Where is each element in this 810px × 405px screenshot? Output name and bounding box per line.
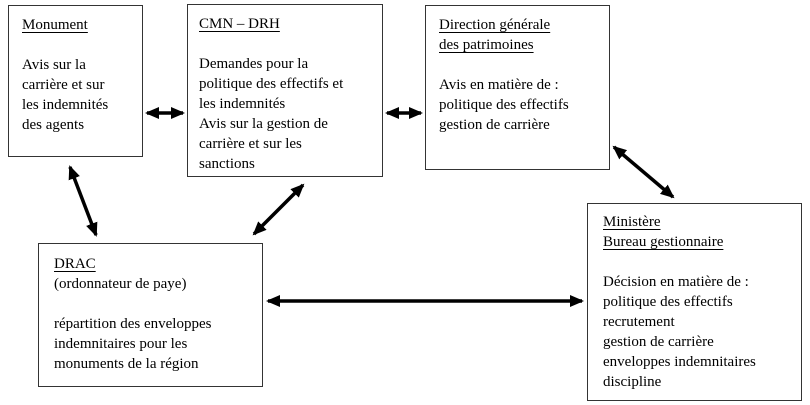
box-drac-body: répartition des enveloppes indemnitaires… bbox=[54, 316, 212, 372]
box-direction-generale-title: Direction générale des patrimoines bbox=[439, 17, 551, 53]
box-drac-subtitle: (ordonnateur de paye) bbox=[54, 276, 187, 292]
box-cmn-drh-title: CMN – DRH bbox=[199, 16, 280, 32]
box-cmn-drh: CMN – DRH Demandes pour la politique des… bbox=[187, 4, 383, 177]
box-ministere-title: Ministère Bureau gestionnaire bbox=[603, 214, 724, 250]
box-direction-generale-body: Avis en matière de : politique des effec… bbox=[439, 77, 569, 133]
box-monument-body: Avis sur la carrière et sur les indemnit… bbox=[22, 57, 109, 133]
box-monument-title: Monument bbox=[22, 17, 88, 33]
arrow-cmn_drh-drac bbox=[252, 183, 305, 236]
box-monument: Monument Avis sur la carrière et sur les… bbox=[8, 5, 143, 157]
box-direction-generale: Direction générale des patrimoines Avis … bbox=[425, 5, 610, 170]
box-drac: DRAC (ordonnateur de paye) répartition d… bbox=[38, 243, 263, 387]
box-drac-title: DRAC bbox=[54, 256, 96, 272]
box-ministere: Ministère Bureau gestionnaire Décision e… bbox=[587, 203, 802, 401]
arrow-direction_generale-ministere bbox=[612, 145, 675, 199]
box-cmn-drh-body: Demandes pour la politique des effectifs… bbox=[199, 56, 344, 172]
box-ministere-body: Décision en matière de : politique des e… bbox=[603, 274, 756, 390]
arrow-monument-drac bbox=[68, 165, 98, 237]
